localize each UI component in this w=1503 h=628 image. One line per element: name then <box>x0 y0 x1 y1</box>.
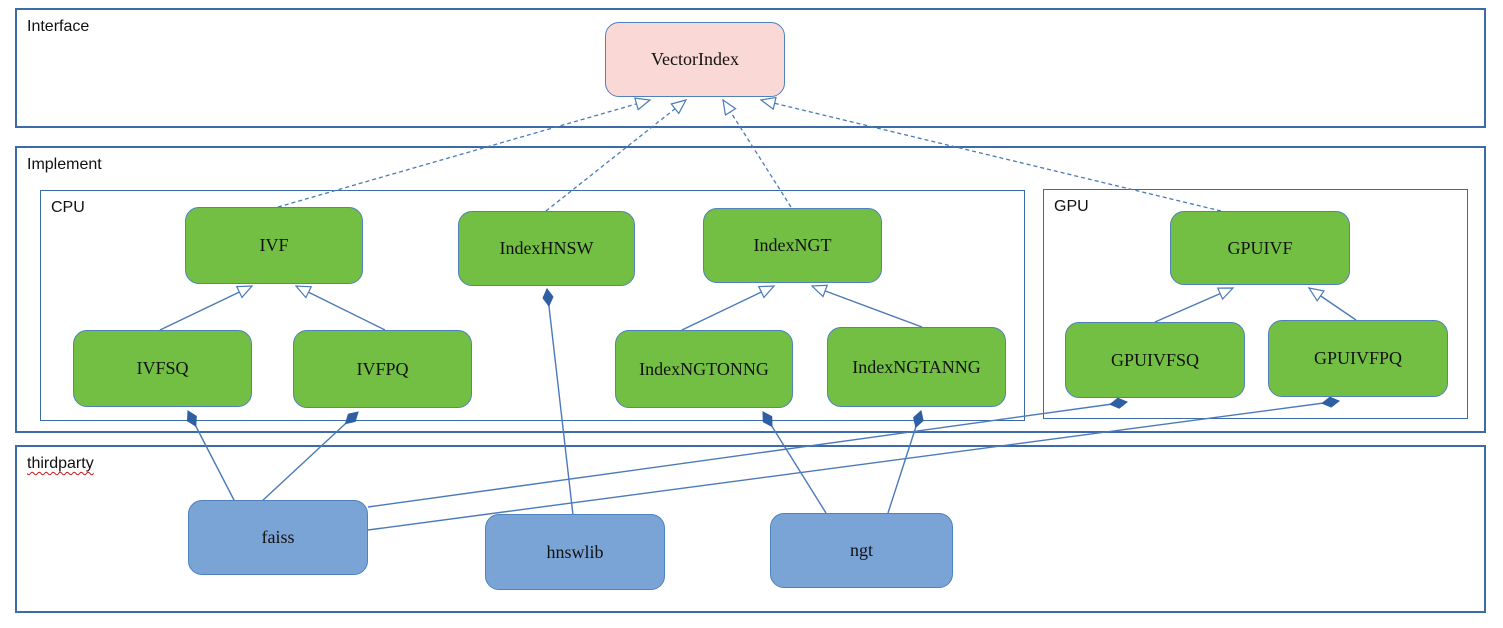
edge-indexngtanng-indexngt <box>810 284 923 328</box>
edge-gpuivfsq-gpuivf <box>1154 287 1235 323</box>
node-indexhnsw[interactable]: IndexHNSW <box>458 211 635 286</box>
section-implement: Implement <box>15 146 1486 433</box>
section-cpu: CPU <box>40 190 1025 421</box>
node-ivf[interactable]: IVF <box>185 207 363 284</box>
edge-ivf-vectorindex <box>277 97 652 208</box>
edge-hnswlib-indexhnsw <box>542 288 574 516</box>
edge-faiss-gpuivfsq <box>367 397 1128 508</box>
section-interface-label: Interface <box>27 18 90 35</box>
node-gpuivf[interactable]: GPUIVF <box>1170 211 1350 285</box>
section-cpu-label: CPU <box>51 199 85 216</box>
section-thirdparty: thirdparty <box>15 445 1486 613</box>
node-ivfsq[interactable]: IVFSQ <box>73 330 252 407</box>
section-gpu-label: GPU <box>1054 198 1089 215</box>
node-gpuivfpq[interactable]: GPUIVFPQ <box>1268 320 1448 397</box>
node-hnswlib[interactable]: hnswlib <box>485 514 665 590</box>
node-ngt[interactable]: ngt <box>770 513 953 588</box>
section-gpu: GPU <box>1043 189 1468 419</box>
node-faiss[interactable]: faiss <box>188 500 368 575</box>
edge-gpuivf-vectorindex <box>759 96 1222 212</box>
edge-ngt-indexngtonng <box>762 411 827 514</box>
section-interface: Interface <box>15 8 1486 128</box>
node-indexngtonng[interactable]: IndexNGTONNG <box>615 330 793 408</box>
node-vectorindex[interactable]: VectorIndex <box>605 22 785 97</box>
node-indexngt[interactable]: IndexNGT <box>703 208 882 283</box>
node-ivfpq[interactable]: IVFPQ <box>293 330 472 408</box>
edge-ivfsq-ivf <box>159 285 254 331</box>
edge-indexngtonng-indexngt <box>681 285 776 331</box>
edge-faiss-ivfsq <box>186 410 236 503</box>
node-indexngtanng[interactable]: IndexNGTANNG <box>827 327 1006 407</box>
edge-ivfpq-ivf <box>294 285 386 331</box>
edge-indexhnsw-vectorindex <box>545 99 688 212</box>
section-implement-label: Implement <box>27 156 102 173</box>
edge-gpuivfpq-gpuivf <box>1307 287 1357 321</box>
section-thirdparty-label: thirdparty <box>27 455 94 472</box>
edge-faiss-gpuivfpq <box>367 396 1340 531</box>
edge-ngt-indexngtanng <box>887 410 924 514</box>
edge-indexngt-vectorindex <box>722 98 792 208</box>
edge-faiss-ivfpq <box>260 411 359 503</box>
node-gpuivfsq[interactable]: GPUIVFSQ <box>1065 322 1245 398</box>
